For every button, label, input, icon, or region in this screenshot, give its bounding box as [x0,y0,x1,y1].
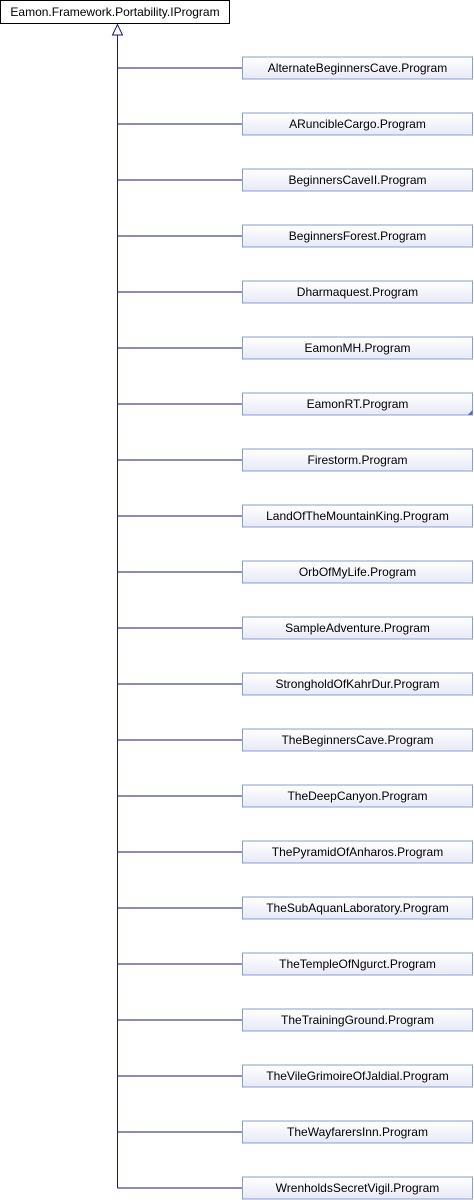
derived-class-node[interactable]: BeginnersForest.Program [242,224,473,248]
base-class-node[interactable]: Eamon.Framework.Portability.IProgram [0,0,230,24]
derived-class-label: SampleAdventure.Program [285,621,430,635]
derived-class-label: Dharmaquest.Program [297,285,418,299]
derived-class-label: EamonRT.Program [307,397,409,411]
derived-class-node[interactable]: SampleAdventure.Program [242,616,473,640]
derived-class-label: TheVileGrimoireOfJaldial.Program [266,1069,449,1083]
derived-class-box [242,840,473,864]
derived-class-node[interactable]: EamonMH.Program [242,336,473,360]
derived-class-label: StrongholdOfKahrDur.Program [275,677,439,691]
derived-class-box [242,392,473,416]
derived-class-box [242,448,473,472]
derived-class-box [242,336,473,360]
derived-class-node[interactable]: OrbOfMyLife.Program [242,560,473,584]
derived-class-node[interactable]: BeginnersCaveII.Program [242,168,473,192]
derived-class-label: ARuncibleCargo.Program [289,117,426,131]
derived-class-box [242,672,473,696]
derived-class-node[interactable]: ThePyramidOfAnharos.Program [242,840,473,864]
derived-class-box [242,952,473,976]
derived-class-node[interactable]: Firestorm.Program [242,448,473,472]
derived-class-node[interactable]: TheTrainingGround.Program [242,1008,473,1032]
derived-class-box [242,616,473,640]
derived-class-box [242,56,473,80]
derived-class-label: BeginnersCaveII.Program [288,173,426,187]
derived-class-label: AlternateBeginnersCave.Program [268,61,447,75]
derived-class-box [242,560,473,584]
derived-class-label: WrenholdsSecretVigil.Program [276,1181,440,1195]
derived-class-node[interactable]: TheVileGrimoireOfJaldial.Program [242,1064,473,1088]
derived-class-label: OrbOfMyLife.Program [299,565,416,579]
derived-class-label: EamonMH.Program [304,341,410,355]
derived-class-node[interactable]: LandOfTheMountainKing.Program [242,504,473,528]
base-class-label: Eamon.Framework.Portability.IProgram [10,5,219,19]
derived-class-label: TheDeepCanyon.Program [287,789,427,803]
derived-class-label: TheTrainingGround.Program [281,1013,434,1027]
derived-class-box [242,896,473,920]
derived-class-label: TheSubAquanLaboratory.Program [266,901,449,915]
derived-class-node[interactable]: TheBeginnersCave.Program [242,728,473,752]
base-class-box [0,0,230,24]
derived-class-node[interactable]: TheSubAquanLaboratory.Program [242,896,473,920]
derived-class-box [242,224,473,248]
derived-class-node[interactable]: WrenholdsSecretVigil.Program [242,1176,473,1200]
derived-class-box [242,280,473,304]
derived-class-list: AlternateBeginnersCave.ProgramARuncibleC… [242,56,473,1200]
inheritance-edges [111,23,243,1189]
derived-class-node[interactable]: StrongholdOfKahrDur.Program [242,672,473,696]
derived-class-node[interactable]: AlternateBeginnersCave.Program [242,56,473,80]
derived-class-label: TheWayfarersInn.Program [287,1125,428,1139]
derived-class-node[interactable]: TheWayfarersInn.Program [242,1120,473,1144]
derived-class-box [242,168,473,192]
derived-class-box [242,1008,473,1032]
inheritance-arrowhead [111,23,124,36]
derived-class-node[interactable]: TheDeepCanyon.Program [242,784,473,808]
derived-class-label: TheTempleOfNgurct.Program [279,957,436,971]
more-children-marker-icon [467,410,473,415]
derived-class-label: LandOfTheMountainKing.Program [266,509,449,523]
derived-class-box [242,784,473,808]
derived-class-box [242,728,473,752]
derived-class-label: TheBeginnersCave.Program [281,733,433,747]
derived-class-node[interactable]: Dharmaquest.Program [242,280,473,304]
derived-class-label: BeginnersForest.Program [289,229,426,243]
derived-class-node[interactable]: TheTempleOfNgurct.Program [242,952,473,976]
derived-class-label: Firestorm.Program [307,453,407,467]
derived-class-box [242,504,473,528]
derived-class-box [242,1064,473,1088]
derived-class-box [242,1176,473,1200]
derived-class-label: ThePyramidOfAnharos.Program [272,845,443,859]
derived-class-box [242,112,473,136]
derived-class-node[interactable]: EamonRT.Program [242,392,473,416]
derived-class-box [242,1120,473,1144]
derived-class-node[interactable]: ARuncibleCargo.Program [242,112,473,136]
